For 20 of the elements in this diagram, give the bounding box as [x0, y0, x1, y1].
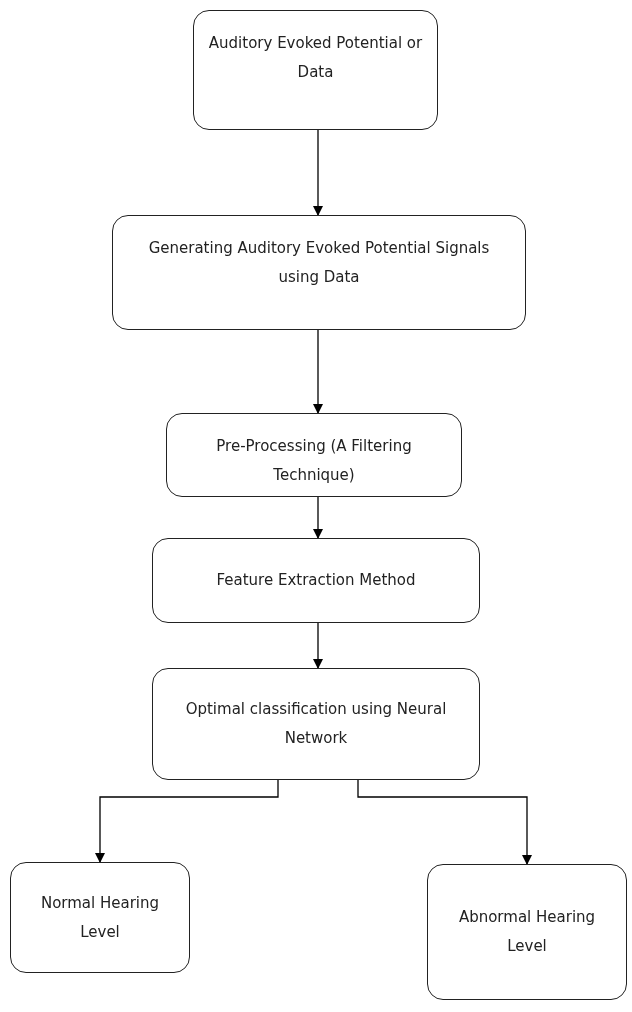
process-box [112, 215, 526, 330]
process-box [10, 862, 190, 973]
box-label: Normal Hearing Level [39, 892, 161, 943]
arrow [357, 779, 532, 865]
box-label: Abnormal Hearing Level [457, 907, 597, 957]
process-box [152, 668, 480, 780]
box-label: Feature Extraction Method [216, 570, 416, 591]
arrow [95, 779, 279, 863]
box-label: Optimal classification using Neural Network [184, 699, 448, 749]
arrow [313, 129, 323, 216]
arrow [313, 496, 323, 539]
arrow [313, 329, 323, 414]
process-box [166, 413, 462, 497]
process-box [152, 538, 480, 623]
box-label: Auditory Evoked Potential or Data [208, 33, 423, 83]
process-box [427, 864, 627, 1000]
box-label: Generating Auditory Evoked Potential Signals using Data [147, 238, 491, 288]
box-label: Pre-Processing (A Filtering Technique) [215, 436, 413, 486]
arrow [313, 622, 323, 669]
process-box [193, 10, 438, 130]
